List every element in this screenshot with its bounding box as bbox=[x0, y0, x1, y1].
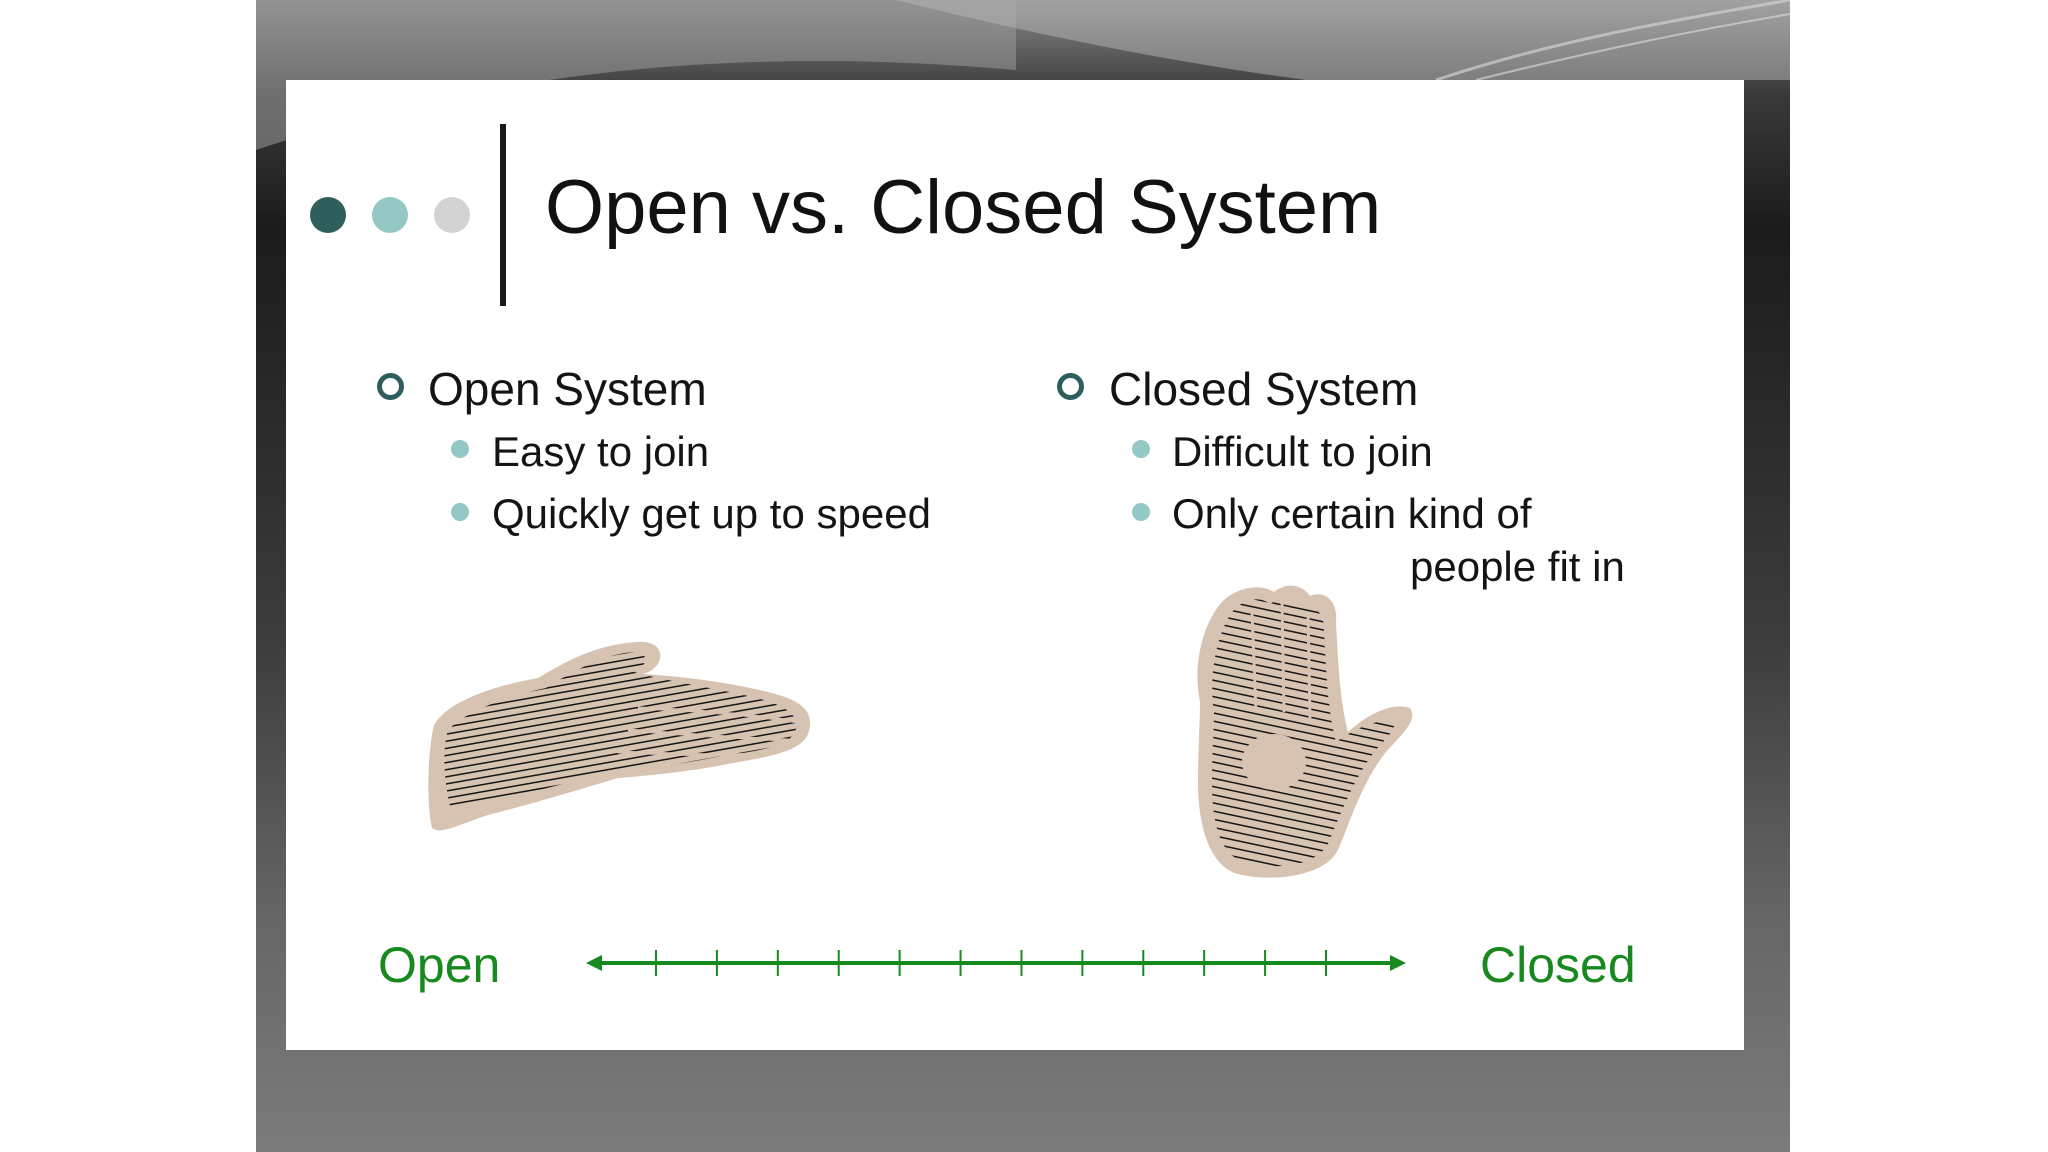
closed-system-heading: Closed System bbox=[1109, 363, 1419, 415]
slide-card bbox=[286, 80, 1744, 1050]
closed-item-difficult: Difficult to join bbox=[1172, 428, 1433, 475]
closed-item-bullet bbox=[1132, 440, 1150, 458]
scale-open-label: Open bbox=[378, 937, 501, 993]
closed-item-bullet bbox=[1132, 503, 1150, 521]
title-dot-dark bbox=[310, 197, 346, 233]
open-hand-icon bbox=[428, 641, 811, 831]
scale-left-arrowhead bbox=[586, 955, 602, 971]
slide-title: Open vs. Closed System bbox=[545, 165, 1382, 250]
closed-item-certain-kind: Only certain kind of bbox=[1172, 490, 1532, 537]
title-dot-teal bbox=[372, 197, 408, 233]
scale-right-arrowhead bbox=[1390, 955, 1406, 971]
background-swoosh bbox=[256, 0, 1790, 150]
open-item-bullet bbox=[451, 503, 469, 521]
scale-closed-label: Closed bbox=[1480, 937, 1636, 993]
open-closed-scale-axis bbox=[586, 950, 1406, 976]
title-dot-gray bbox=[434, 197, 470, 233]
open-item-bullet bbox=[451, 440, 469, 458]
open-system-heading: Open System bbox=[428, 363, 707, 415]
title-divider bbox=[500, 124, 506, 306]
closed-heading-bullet bbox=[1057, 373, 1084, 400]
closed-item-people-fit: people fit in bbox=[1410, 543, 1625, 590]
open-item-easy-to-join: Easy to join bbox=[492, 428, 710, 475]
open-item-quick-speed: Quickly get up to speed bbox=[492, 490, 931, 537]
raised-palm-icon bbox=[1197, 585, 1413, 878]
open-heading-bullet bbox=[377, 373, 404, 400]
